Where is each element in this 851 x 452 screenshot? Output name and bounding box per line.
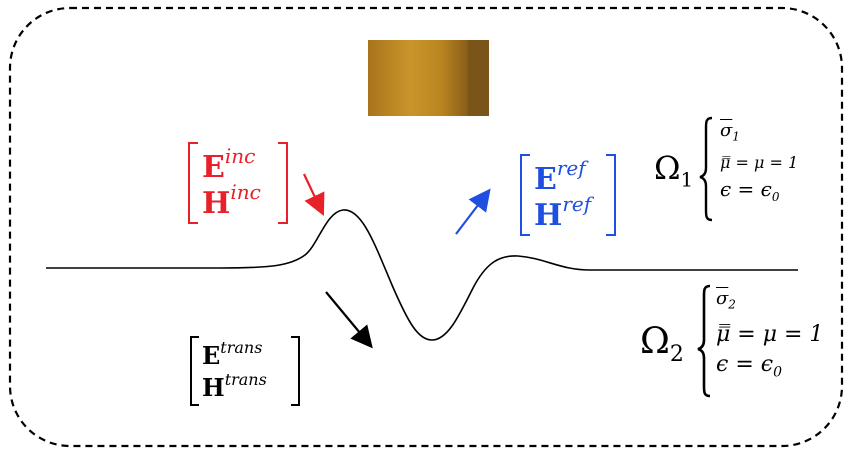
region2-sigma: σ2 xyxy=(716,284,823,320)
reflected-right-bracket xyxy=(606,154,616,236)
material-slab xyxy=(368,40,489,116)
transmitted-h-superscript: trans xyxy=(225,370,267,389)
incident-field-vector: Einc Hinc xyxy=(188,142,288,222)
region2-eps-text: ϵ = ϵ xyxy=(716,352,773,377)
region1-index: 1 xyxy=(681,167,694,191)
region2-brace xyxy=(698,286,710,396)
region1-sigma-symbol: σ xyxy=(720,120,732,141)
region2-label: Ω2 xyxy=(640,324,684,366)
region2-eps-index: 0 xyxy=(773,364,782,380)
reflected-left-bracket xyxy=(520,154,530,236)
transmitted-e-term: Etrans xyxy=(202,340,262,368)
transmitted-right-bracket xyxy=(291,336,300,406)
region1-symbol: Ω xyxy=(654,149,681,187)
incident-e-symbol: E xyxy=(202,150,225,185)
transmitted-arrow xyxy=(326,292,370,345)
reflected-h-term: Href xyxy=(534,194,591,230)
region2-sigma-symbol: σ xyxy=(716,288,728,309)
transmitted-e-superscript: trans xyxy=(220,338,262,357)
incident-h-symbol: H xyxy=(202,186,230,221)
transmitted-field-vector: Etrans Htrans xyxy=(190,336,300,404)
region2-index: 2 xyxy=(670,342,684,367)
region1-eps: ϵ = ϵ0 xyxy=(720,176,798,210)
reflected-h-superscript: ref xyxy=(562,192,591,216)
reflected-h-symbol: H xyxy=(534,198,562,233)
incident-e-superscript: inc xyxy=(225,144,255,168)
incident-h-superscript: inc xyxy=(230,180,260,204)
region1-mu: μ̿ = μ = 1 xyxy=(720,150,798,176)
transmitted-e-symbol: E xyxy=(202,341,220,370)
transmitted-h-symbol: H xyxy=(202,373,225,402)
transmitted-left-bracket xyxy=(190,336,199,406)
incident-e-term: Einc xyxy=(202,146,255,182)
region2-symbol: Ω xyxy=(640,321,670,362)
incident-right-bracket xyxy=(278,142,288,224)
transmitted-h-term: Htrans xyxy=(202,372,267,400)
region2-eps: ϵ = ϵ0 xyxy=(716,350,823,387)
reflected-e-symbol: E xyxy=(534,162,557,197)
region1-eps-index: 0 xyxy=(772,190,780,204)
reflected-arrow xyxy=(456,192,488,234)
region2-properties: σ2 μ̿ = μ = 1 ϵ = ϵ0 xyxy=(716,284,823,387)
region1-properties: σ1 μ̿ = μ = 1 ϵ = ϵ0 xyxy=(720,118,798,210)
region2-mu: μ̿ = μ = 1 xyxy=(716,320,823,350)
reflected-field-vector: Eref Href xyxy=(520,154,616,234)
reflected-e-superscript: ref xyxy=(557,156,586,180)
incident-left-bracket xyxy=(188,142,198,224)
region1-sigma-index: 1 xyxy=(732,130,740,144)
region1-sigma: σ1 xyxy=(720,118,798,150)
region1-brace xyxy=(700,118,712,220)
region2-sigma-index: 2 xyxy=(728,298,736,312)
region1-label: Ω1 xyxy=(654,152,693,189)
incident-arrow xyxy=(304,174,322,212)
reflected-e-term: Eref xyxy=(534,158,586,194)
region1-eps-text: ϵ = ϵ xyxy=(720,177,772,201)
incident-h-term: Hinc xyxy=(202,182,261,218)
